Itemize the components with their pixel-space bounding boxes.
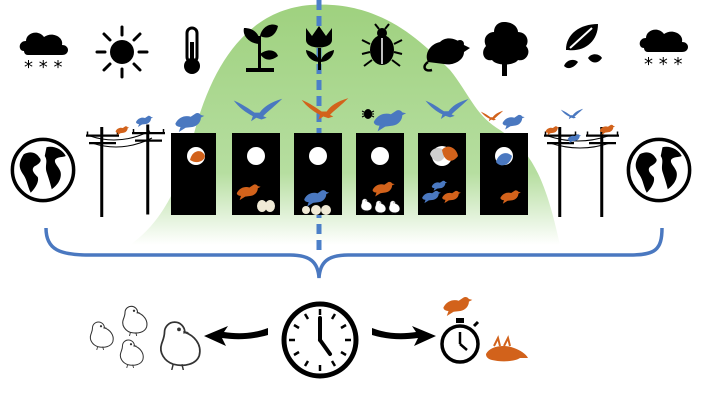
arrow-left-icon — [204, 326, 268, 346]
globe-right-icon — [626, 137, 692, 203]
mouse-icon — [423, 38, 470, 72]
nest-box-5 — [418, 133, 466, 215]
tulip-icon — [306, 26, 334, 70]
perched-bird-orange — [443, 297, 473, 317]
tree-icon — [483, 22, 529, 76]
nest-box-2 — [232, 133, 280, 215]
snow-cloud-icon: * * * — [19, 32, 68, 78]
stopwatch-icon — [440, 318, 480, 364]
dead-bird-icon — [486, 335, 528, 362]
snow-cloud-icon-right: * * * — [639, 29, 688, 75]
nest-box-3 — [294, 133, 342, 215]
chicks-group — [89, 305, 201, 370]
nest-box-4 — [356, 133, 404, 215]
svg-text:* * *: * * * — [644, 54, 682, 75]
perched-bird-blue-3 — [502, 114, 525, 130]
svg-text:* * *: * * * — [24, 57, 62, 78]
power-poles-left — [86, 115, 165, 217]
nest-box-1 — [171, 133, 216, 215]
clock-icon — [281, 301, 359, 379]
timing-brace — [44, 227, 664, 279]
falling-leaves-icon — [564, 24, 602, 69]
sun-icon — [95, 25, 149, 79]
nest-box-6 — [480, 133, 528, 215]
beetle-icon — [361, 23, 403, 67]
insect-icon — [361, 109, 375, 119]
power-poles-right — [544, 108, 619, 217]
seedling-icon — [243, 24, 278, 72]
thermometer-icon — [184, 26, 200, 74]
arrow-right-icon — [372, 326, 436, 346]
globe-left-icon — [10, 137, 76, 203]
